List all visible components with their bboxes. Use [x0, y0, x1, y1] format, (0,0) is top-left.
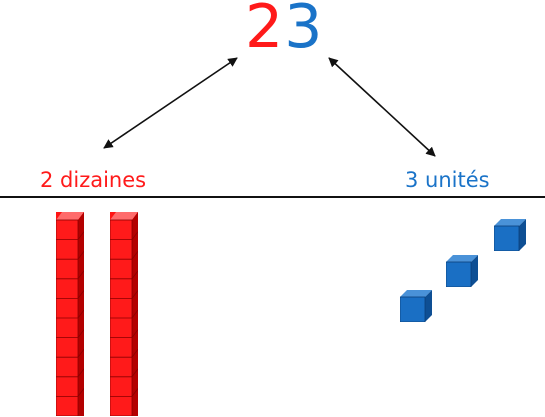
rod-cube-side-divider	[131, 329, 138, 338]
rod-cube-side-divider	[77, 250, 84, 260]
rod-cube-side-divider	[131, 290, 138, 299]
arrows	[103, 57, 436, 157]
rod-cube-side-divider	[131, 250, 138, 260]
rod-cube-side-divider	[77, 329, 84, 338]
rod-cube-side-divider	[131, 231, 138, 240]
divider-line	[0, 196, 545, 198]
rod-cube-side-divider	[77, 309, 84, 319]
tens-label: 2 dizaines	[40, 168, 147, 192]
rod-cube-side-divider	[77, 231, 84, 240]
rod-cube-side-divider	[131, 388, 138, 397]
number-23: 23	[245, 0, 323, 60]
units-digit: 3	[284, 0, 324, 62]
rod-cube-side-divider	[131, 309, 138, 319]
rod-cube-side-divider	[131, 368, 138, 378]
tens-rod-1	[56, 212, 84, 416]
tens-rod-2	[110, 212, 138, 416]
rod-cube-side-divider	[131, 270, 138, 280]
arrow-to-units	[328, 57, 436, 157]
units-label: 3 unités	[405, 168, 490, 192]
unit-cube-1	[400, 290, 432, 322]
rod-cube-side-divider	[131, 348, 138, 358]
rod-cube-side-divider	[77, 348, 84, 358]
rod-cube-side-divider	[77, 290, 84, 299]
unit-cube-2	[446, 255, 478, 287]
rod-cube-side-divider	[77, 270, 84, 280]
arrow-to-tens	[103, 57, 238, 149]
tens-digit: 2	[245, 0, 285, 62]
rod-cube-side-divider	[77, 368, 84, 378]
rod-cube-side-divider	[77, 388, 84, 397]
unit-cube-3	[494, 219, 526, 251]
